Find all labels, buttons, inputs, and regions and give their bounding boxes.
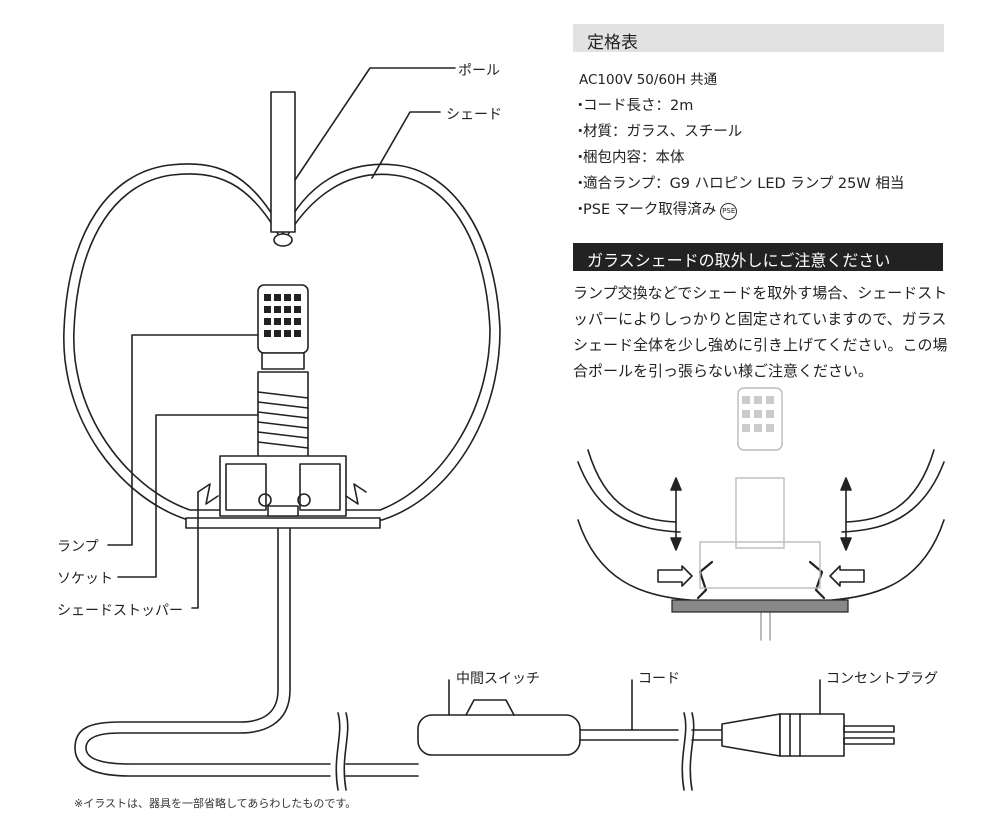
cord-path [74,527,331,777]
label-cord: コード [638,671,680,687]
label-shade-stopper: シェードストッパー [57,603,183,619]
detail-base-plate [671,599,849,613]
notice-body: ランプ交換などでシェードを取外す場合、シェードストッパーによりしっかりと固定され… [573,284,948,380]
pole-shape [270,91,296,233]
plug-body [721,713,781,757]
stopper-leader [191,491,199,609]
lamp-leader [107,334,259,546]
socket-leader [117,414,259,578]
footnote: ※イラストは、器具を一部省略してあらわしたものです。 [74,797,357,810]
spec-power: AC100V 50/60H 共通 [579,72,718,88]
lamp-led-grid [264,294,301,337]
notice-heading: ガラスシェードの取外しにご注意ください [573,243,943,271]
label-shade: シェード [446,107,502,123]
pole-leader [294,67,456,181]
pse-mark-icon: PSE [720,203,738,220]
spec-item: ・コード長さ：2m [573,98,694,114]
spec-item: ・梱包内容：本体 [573,150,685,166]
label-pole: ポール [458,63,500,79]
base-plate [185,517,381,529]
detail-shade-lower [577,519,691,601]
label-socket: ソケット [57,571,113,587]
shade-stopper-left [197,483,219,505]
spec-item: ・材質：ガラス、スチール [573,124,743,140]
detail-shade-upper [577,461,681,533]
label-switch: 中間スイッチ [456,671,540,687]
label-plug: コンセントプラグ [826,671,938,687]
detail-lamp [737,387,783,451]
inline-switch-body [417,714,581,756]
spec-item: ・適合ランプ：G9 ハロピン LED ランプ 25W 相当 [573,176,905,192]
spec-list: ・コード長さ：2m ・材質：ガラス、スチール ・梱包内容：本体 ・適合ランプ：G… [573,96,904,226]
shade-stopper-right [345,483,367,505]
spec-heading: 定格表 [573,24,944,53]
shade-leader [371,111,441,179]
label-lamp: ランプ [57,539,99,555]
